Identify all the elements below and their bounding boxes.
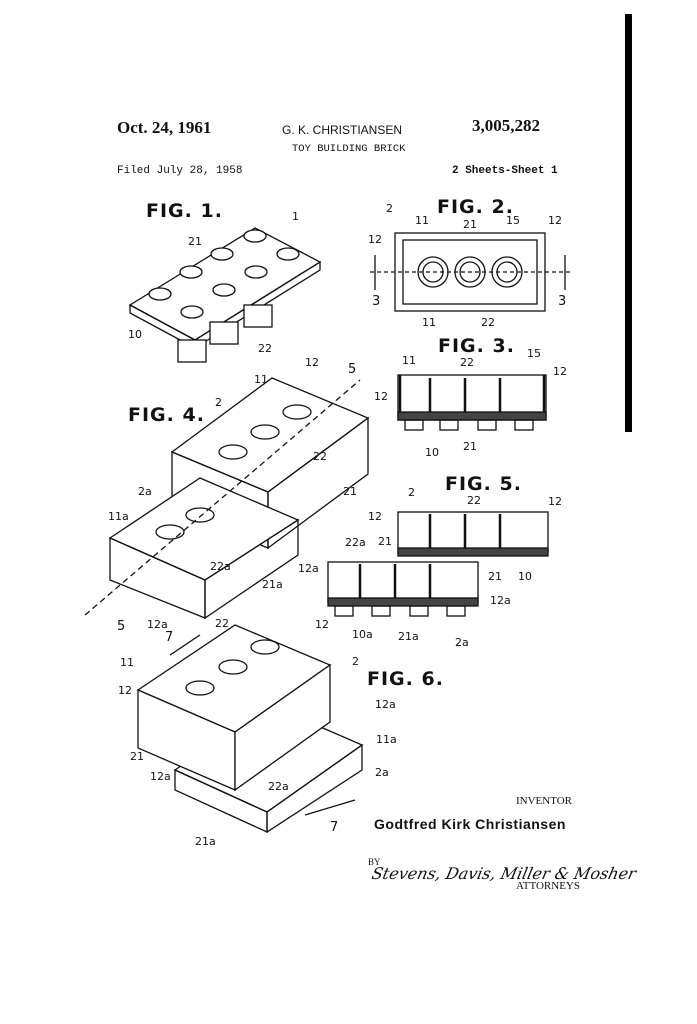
ref-numeral: 21a: [195, 835, 216, 848]
ref-numeral: 22: [215, 617, 229, 630]
ref-numeral: 12: [118, 684, 132, 697]
ref-numeral: 21: [463, 440, 477, 453]
ref-numeral: 11: [254, 373, 268, 386]
ref-numeral: 21a: [262, 578, 283, 591]
ref-numeral: 10a: [352, 628, 373, 641]
ref-numeral: 22: [258, 342, 272, 355]
fig3-label: FIG. 3.: [438, 335, 515, 357]
ref-numeral: 2: [408, 486, 415, 499]
ref-numeral: 22: [467, 494, 481, 507]
ref-numeral: 22a: [345, 536, 366, 549]
fig4-drawing: [84, 377, 370, 620]
inventor-short: G. K. CHRISTIANSEN: [282, 123, 403, 137]
scan-edge-bar: [625, 14, 632, 432]
ref-numeral: 12a: [375, 698, 396, 711]
patent-title: TOY BUILDING BRICK: [292, 143, 406, 155]
fig5-label: FIG. 5.: [445, 473, 522, 495]
ref-numeral: 12a: [490, 594, 511, 607]
inventor-name: Godtfred Kirk Christiansen: [374, 816, 566, 832]
ref-numeral: 12: [368, 510, 382, 523]
ref-numeral: 15: [506, 214, 520, 227]
ref-numeral: 22: [313, 450, 327, 463]
inventor-label: INVENTOR: [516, 795, 573, 807]
fig6-label: FIG. 6.: [367, 668, 444, 690]
ref-numeral: 21: [378, 535, 392, 548]
ref-numeral: 2a: [138, 485, 152, 498]
ref-numeral: 11: [422, 316, 436, 329]
ref-numeral: 2: [352, 655, 359, 668]
ref-numeral: 12: [368, 233, 382, 246]
ref-numeral: 22: [481, 316, 495, 329]
fig1-drawing: [128, 227, 322, 363]
ref-numeral: 12a: [150, 770, 171, 783]
fig3-drawing: [397, 374, 547, 431]
ref-numeral: 12: [548, 214, 562, 227]
ref-numeral: 10: [128, 328, 142, 341]
ref-numeral: 2a: [375, 766, 389, 779]
ref-numeral: 12: [553, 365, 567, 378]
ref-numeral: 11: [415, 214, 429, 227]
ref-numeral: 7: [330, 820, 339, 835]
ref-numeral: 21: [130, 750, 144, 763]
ref-numeral: 22: [460, 356, 474, 369]
ref-numeral: 15: [527, 347, 541, 360]
ref-numeral: 5: [348, 362, 357, 377]
ref-numeral: 11a: [376, 733, 397, 746]
ref-numeral: 5: [117, 619, 126, 634]
ref-numeral: 12: [374, 390, 388, 403]
sheet-count: 2 Sheets-Sheet 1: [452, 165, 558, 177]
fig5-drawing: [327, 511, 549, 617]
ref-numeral: 7: [165, 630, 174, 645]
fig4-label: FIG. 4.: [128, 404, 205, 426]
ref-numeral: 22a: [268, 780, 289, 793]
ref-numeral: 2: [215, 396, 222, 409]
ref-numeral: 2: [386, 202, 393, 215]
ref-numeral: 21: [343, 485, 357, 498]
patent-number: 3,005,282: [472, 116, 540, 135]
ref-numeral: 22a: [210, 560, 231, 573]
ref-numeral: 1: [292, 210, 299, 223]
ref-numeral: 12a: [298, 562, 319, 575]
filed-date: Filed July 28, 1958: [117, 165, 243, 177]
ref-numeral: 21: [188, 235, 202, 248]
ref-numeral: 10: [518, 570, 532, 583]
ref-numeral: 11: [402, 354, 416, 367]
ref-numeral: 12: [305, 356, 319, 369]
attorneys-signature: Stevens, Davis, Miller & Mosher: [369, 864, 638, 883]
fig1-label: FIG. 1.: [146, 200, 223, 222]
fig2-label: FIG. 2.: [437, 196, 514, 218]
ref-numeral: 3: [372, 294, 381, 309]
patent-date: Oct. 24, 1961: [117, 118, 212, 137]
fig6-drawing: [136, 624, 364, 834]
ref-numeral: 21a: [398, 630, 419, 643]
attorneys-label: ATTORNEYS: [516, 880, 580, 892]
ref-numeral: 21: [463, 218, 477, 231]
ref-numeral: 12: [315, 618, 329, 631]
ref-numeral: 10: [425, 446, 439, 459]
ref-numeral: 11: [120, 656, 134, 669]
by-label: BY: [368, 857, 381, 867]
fig2-drawing: [370, 232, 570, 312]
ref-numeral: 2a: [455, 636, 469, 649]
ref-numeral: 21: [488, 570, 502, 583]
ref-numeral: 3: [558, 294, 567, 309]
ref-numeral: 12: [548, 495, 562, 508]
ref-numeral: 12a: [147, 618, 168, 631]
ref-numeral: 11a: [108, 510, 129, 523]
